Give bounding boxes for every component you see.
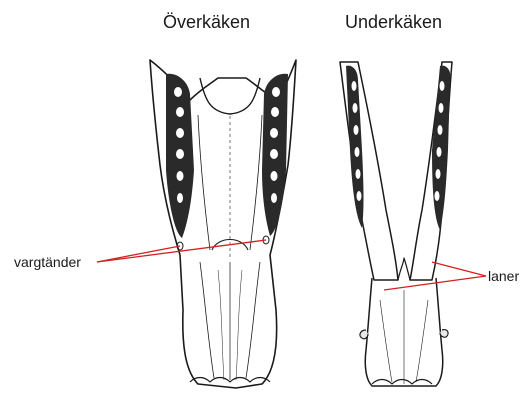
lower-left-molars	[346, 66, 364, 228]
bars-label: laner	[488, 268, 519, 284]
wolf-teeth-leader-lines	[97, 240, 266, 262]
wolf-teeth-label: vargtänder	[14, 254, 81, 270]
upper-right-molars	[262, 74, 288, 236]
upper-palate-notch	[200, 78, 260, 114]
upper-left-molars	[166, 74, 194, 238]
lower-right-molars	[432, 66, 450, 230]
